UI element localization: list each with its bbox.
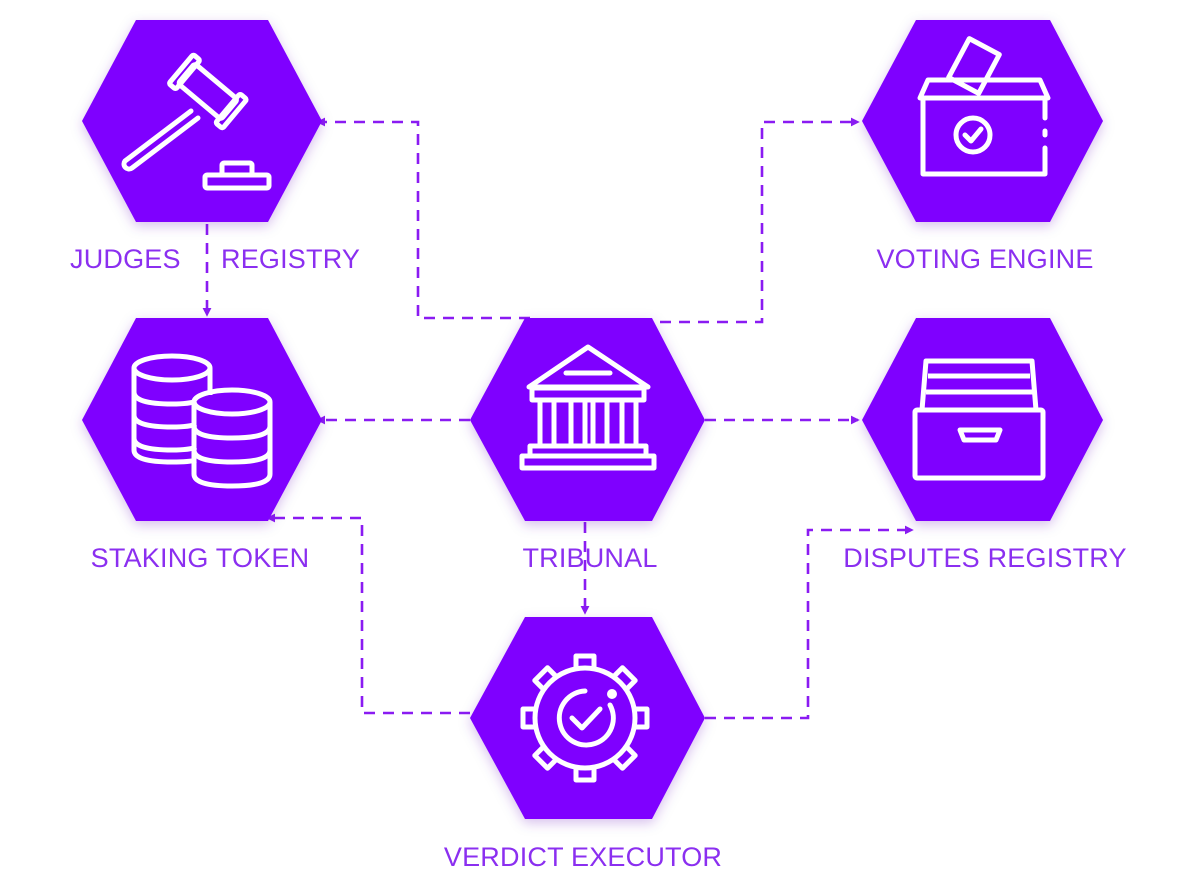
connectors [202, 117, 914, 720]
judges-label-part-2: REGISTRY [221, 244, 360, 274]
verdict-executor-node [470, 617, 705, 819]
connector-tribunal-to-voting [660, 117, 860, 324]
coin-stacks-icon [131, 353, 273, 489]
connector-tribunal-to-judges [316, 117, 530, 320]
file-drawer-icon [912, 358, 1046, 481]
judges-label-part-1: JUDGES [70, 244, 181, 274]
staking-token-node [82, 318, 322, 521]
gear-check-icon [520, 653, 650, 783]
disputes-label: DISPUTES REGISTRY [843, 543, 1126, 573]
staking-label: STAKING TOKEN [91, 543, 310, 573]
judges-registry-node [82, 20, 322, 222]
disputes-registry-node [862, 318, 1103, 521]
tribunal-node [470, 318, 705, 521]
connector-verdict-to-staking [266, 513, 470, 715]
connector-verdict-to-disputes [705, 525, 914, 720]
ballot-box-icon [917, 36, 1051, 177]
voting-engine-node [862, 20, 1103, 222]
judges-hexagon [82, 20, 322, 222]
gavel-icon [121, 52, 272, 191]
verdict-label: VERDICT EXECUTOR [444, 842, 722, 871]
disputes-hexagon [862, 318, 1103, 521]
voting-label: VOTING ENGINE [876, 244, 1093, 274]
tribunal-label: TRIBUNAL [522, 543, 657, 573]
courthouse-icon [519, 344, 657, 471]
staking-hexagon [82, 318, 322, 521]
